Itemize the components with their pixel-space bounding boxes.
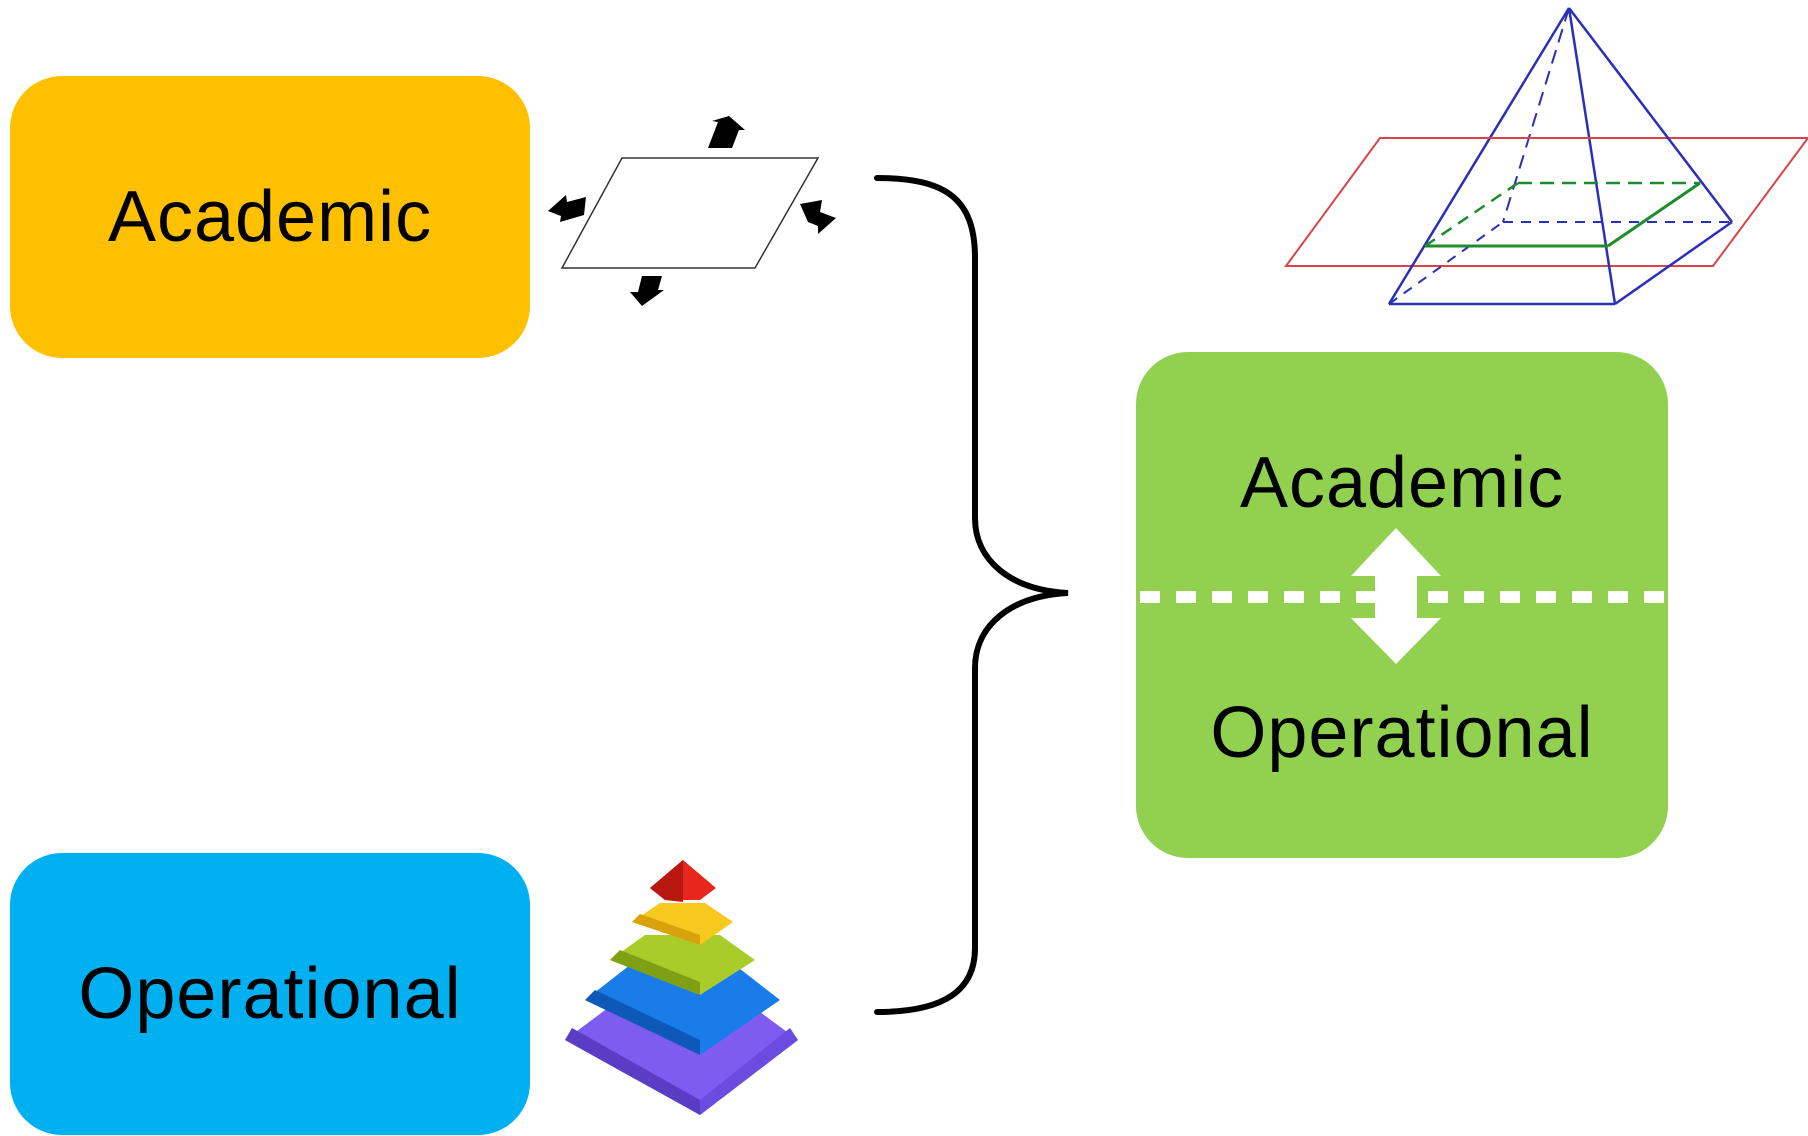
academic-label: Academic <box>107 177 433 257</box>
academic-box: Academic <box>10 76 530 358</box>
combined-academic-label: Academic <box>1239 443 1565 523</box>
layered-pyramid-icon <box>565 860 798 1115</box>
combined-operational-label: Operational <box>1210 693 1594 773</box>
curly-brace-icon <box>874 175 1069 1015</box>
operational-label: Operational <box>78 954 462 1034</box>
double-headed-arrow-icon <box>1351 528 1441 664</box>
operational-box: Operational <box>10 853 530 1135</box>
flat-plane-with-arrows-icon <box>548 116 836 306</box>
pyramid-with-intersecting-planes-icon <box>1284 7 1808 306</box>
